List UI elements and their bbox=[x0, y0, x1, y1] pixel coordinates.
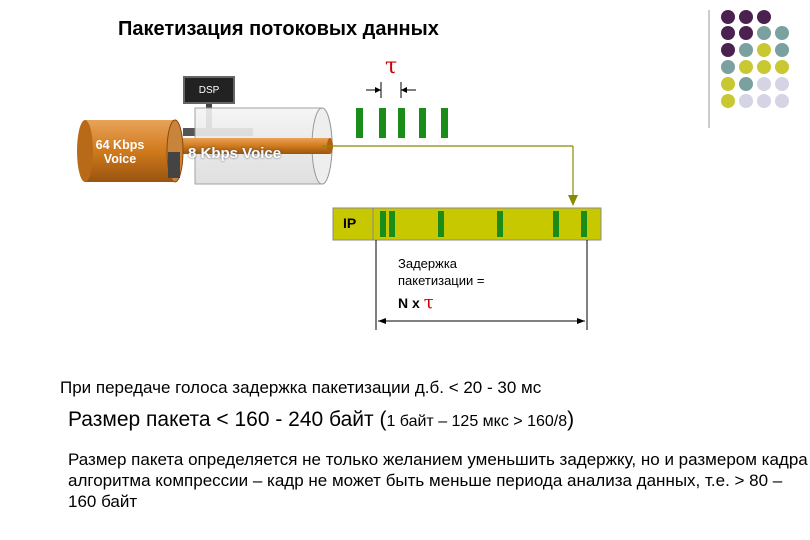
packet bbox=[356, 108, 363, 138]
ip-label: IP bbox=[343, 215, 356, 231]
packet-size-line: Размер пакета < 160 - 240 байт (1 байт –… bbox=[68, 408, 574, 432]
packet-size-main: Размер пакета < 160 - 240 байт ( bbox=[68, 408, 386, 431]
packet-stream-top bbox=[356, 108, 448, 138]
explanation-paragraph: Размер пакета определяется не только жел… bbox=[68, 449, 808, 512]
packet bbox=[441, 108, 448, 138]
packetization-diagram bbox=[0, 0, 700, 370]
voice-8-label: 8 Kbps Voice bbox=[188, 145, 281, 162]
page-title: Пакетизация потоковых данных bbox=[118, 18, 439, 41]
latency-requirement: При передаче голоса задержка пакетизации… bbox=[60, 378, 541, 398]
flow-arrow bbox=[322, 146, 578, 206]
packet bbox=[553, 211, 559, 237]
packet bbox=[438, 211, 444, 237]
delay-tau: τ bbox=[424, 292, 434, 313]
packet-size-close: ) bbox=[567, 408, 574, 431]
packet bbox=[380, 211, 386, 237]
dsp-chip: DSP bbox=[183, 76, 235, 104]
packet-size-detail: 1 байт – 125 мкс > 160/8 bbox=[386, 413, 567, 430]
packet bbox=[497, 211, 503, 237]
dsp-label: DSP bbox=[199, 85, 220, 96]
tau-interval-marker bbox=[366, 82, 416, 98]
delay-formula: N x τ bbox=[398, 292, 434, 313]
dot-rows bbox=[721, 10, 789, 108]
decorative-dot-grid bbox=[700, 0, 810, 130]
packet bbox=[398, 108, 405, 138]
ip-packet-bar bbox=[333, 208, 601, 240]
packet bbox=[419, 108, 426, 138]
delay-formula-text: N x bbox=[398, 295, 420, 311]
packet bbox=[379, 108, 386, 138]
delay-label: Задержка пакетизации = bbox=[398, 255, 528, 289]
tau-symbol: τ bbox=[385, 54, 397, 79]
packet bbox=[581, 211, 587, 237]
voice-64-label: 64 Kbps Voice bbox=[90, 138, 150, 166]
packet bbox=[389, 211, 395, 237]
